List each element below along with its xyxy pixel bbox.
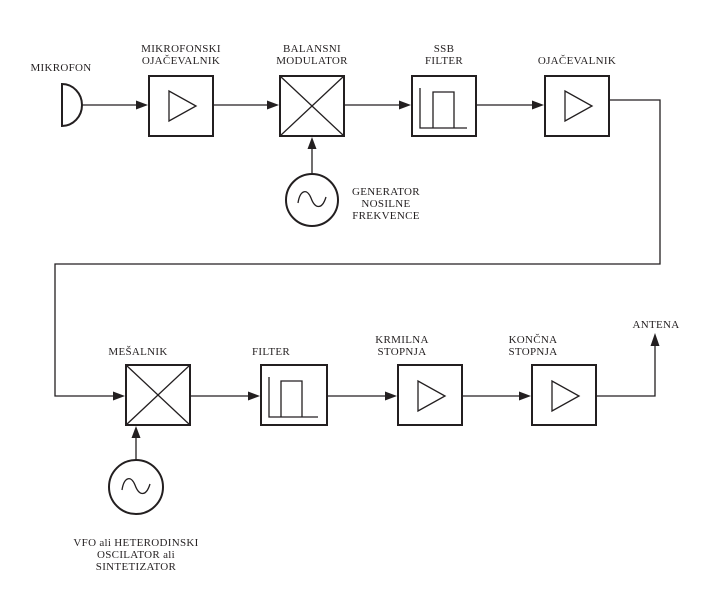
label-bal-mod-2: MODULATOR xyxy=(276,55,348,67)
arrow-head xyxy=(136,100,148,110)
filter-block xyxy=(260,364,328,426)
driver-stage-block xyxy=(397,364,463,426)
mixer-cross-icon xyxy=(125,364,191,426)
bandpass-filter-icon xyxy=(432,91,455,128)
mixer-cross-icon xyxy=(279,75,345,137)
label-mic-amp-2: OJAČEVALNIK xyxy=(142,55,220,67)
mixer-block xyxy=(125,364,191,426)
label-vfo-1: VFO ali HETERODINSKI xyxy=(73,537,198,549)
label-mic-amp-1: MIKROFONSKI xyxy=(141,43,221,55)
label-mikrofon: MIKROFON xyxy=(30,62,91,74)
sine-wave-icon xyxy=(121,478,151,495)
bandpass-filter-icon xyxy=(419,88,467,129)
mic-amplifier-block xyxy=(148,75,214,137)
wire-row-connector xyxy=(54,99,661,397)
wire-final-to-antenna xyxy=(596,345,656,397)
label-antenna: ANTENA xyxy=(632,319,679,331)
label-driver-1: KRMILNA xyxy=(375,334,428,346)
arrow-head xyxy=(519,391,531,401)
arrow-head xyxy=(385,391,397,401)
amplifier-icon xyxy=(417,379,447,413)
amplifier-icon xyxy=(168,89,198,123)
arrow-head xyxy=(248,391,260,401)
arrow-head xyxy=(307,137,317,149)
balanced-modulator-block xyxy=(279,75,345,137)
vfo-oscillator xyxy=(108,459,164,515)
microphone-icon xyxy=(61,82,83,128)
label-filter: FILTER xyxy=(252,346,290,358)
arrow-head xyxy=(267,100,279,110)
label-carrier-1: GENERATOR xyxy=(352,186,420,198)
label-ssb-2: FILTER xyxy=(425,55,463,67)
label-bal-mod-1: BALANSNI xyxy=(283,43,341,55)
label-final-1: KONČNA xyxy=(509,334,558,346)
label-driver-2: STOPNJA xyxy=(378,346,427,358)
bandpass-filter-icon xyxy=(280,380,303,417)
label-carrier-3: FREKVENCE xyxy=(352,210,419,222)
arrow-head xyxy=(113,391,125,401)
antenna-arrow-icon xyxy=(650,333,660,346)
amplifier-block xyxy=(544,75,610,137)
label-mixer: MEŠALNIK xyxy=(108,346,167,358)
label-carrier-2: NOSILNE xyxy=(361,198,410,210)
label-vfo-2: OSCILATOR ali xyxy=(97,549,175,561)
arrow-head xyxy=(131,426,141,438)
ssb-filter-block xyxy=(411,75,477,137)
final-stage-block xyxy=(531,364,597,426)
carrier-generator-oscillator xyxy=(285,173,339,227)
amplifier-icon xyxy=(551,379,581,413)
sine-wave-icon xyxy=(297,191,327,208)
label-ssb-1: SSB xyxy=(434,43,454,55)
label-final-2: STOPNJA xyxy=(509,346,558,358)
arrow-head xyxy=(399,100,411,110)
arrow-head xyxy=(532,100,544,110)
label-vfo-3: SINTETIZATOR xyxy=(96,561,177,573)
label-amp: OJAČEVALNIK xyxy=(538,55,616,67)
amplifier-icon xyxy=(564,89,594,123)
